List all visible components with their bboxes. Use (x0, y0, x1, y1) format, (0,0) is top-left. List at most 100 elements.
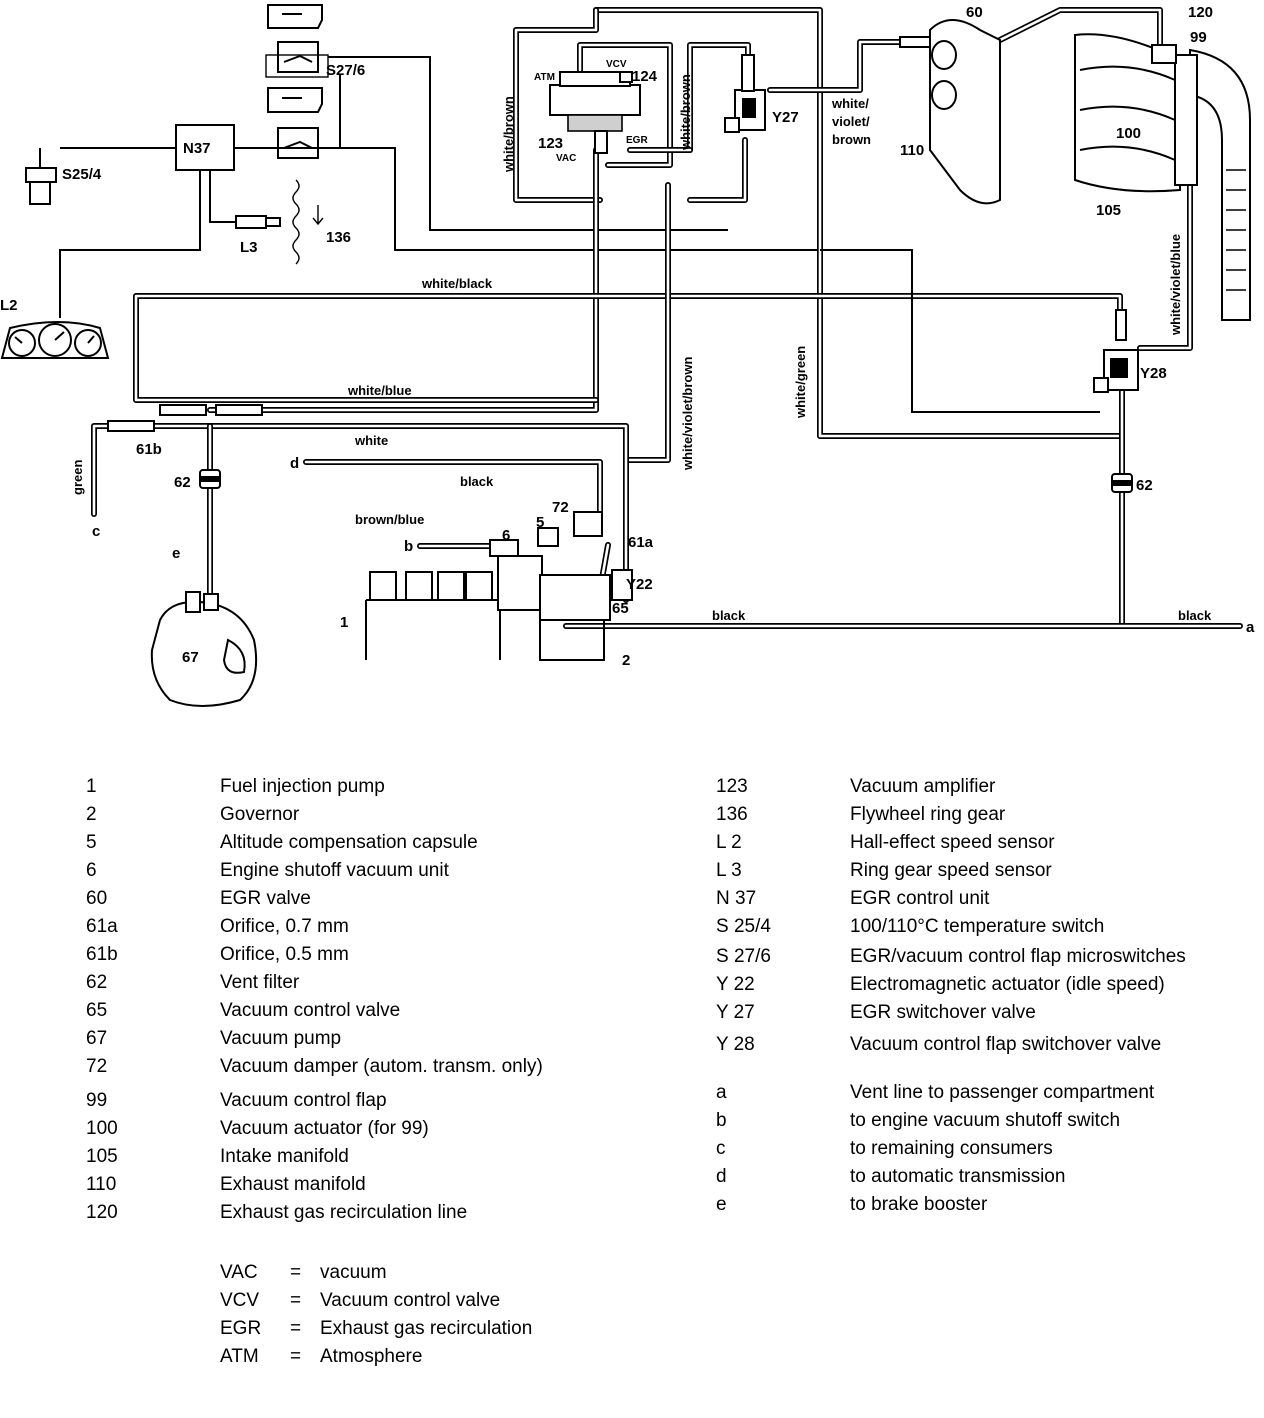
intake-manifold (1074, 33, 1181, 193)
abbreviation-abbr: ATM (220, 1346, 259, 1367)
label-120: 120 (1188, 4, 1213, 21)
legend-code: S 27/6 (716, 946, 771, 967)
label-110: 110 (900, 142, 924, 159)
legend-code: e (716, 1194, 727, 1215)
fuel-injection-pump (365, 511, 633, 661)
vacuum-diagram: S27/6 N37 S25/4 L3 L2 136 123 124 ATM VC… (0, 4, 1255, 707)
abbreviation-eq: = (290, 1290, 302, 1311)
legend-description: to remaining consumers (850, 1138, 1053, 1159)
label-c: c (92, 523, 100, 540)
legend-code: 120 (86, 1202, 118, 1223)
label-123: 123 (538, 135, 563, 152)
label-5: 5 (536, 514, 544, 531)
legend-description: Orifice, 0.5 mm (220, 944, 349, 965)
legend-description: to brake booster (850, 1194, 988, 1215)
exhaust-manifold (929, 19, 1001, 205)
legend-description: Exhaust gas recirculation line (220, 1202, 468, 1223)
legend-description: Vacuum pump (220, 1028, 342, 1049)
legend-code: 61b (86, 944, 118, 965)
label-y28: Y28 (1140, 365, 1167, 382)
hose-label-white-violet-blue: white/violet/blue (1168, 234, 1183, 336)
legend-code: 5 (86, 832, 97, 853)
legend-code: 61a (86, 916, 118, 937)
hose-label-white-violet-brown-top: white/violet/brown (831, 96, 871, 147)
abbreviation-eq: = (290, 1318, 302, 1339)
legend-description: EGR switchover valve (850, 1002, 1036, 1023)
hose-label-white-blue: white/blue (347, 383, 412, 398)
legend-description: to engine vacuum shutoff switch (850, 1110, 1121, 1131)
label-124: 124 (632, 68, 658, 85)
legend-code: 2 (86, 804, 97, 825)
legend-code: 100 (86, 1118, 118, 1139)
label-1: 1 (340, 614, 348, 631)
label-67: 67 (182, 649, 199, 666)
legend-description: Vacuum damper (autom. transm. only) (220, 1056, 543, 1077)
legend-code: Y 22 (716, 974, 755, 995)
vacuum-hoses (91, 7, 1243, 629)
legend-description: Electromagnetic actuator (idle speed) (850, 974, 1165, 995)
legend-description: Vacuum actuator (for 99) (220, 1118, 429, 1139)
hose-label-white: white (354, 433, 388, 448)
temperature-switch-s25-4 (25, 148, 57, 205)
abbreviation-meaning: Exhaust gas recirculation (320, 1318, 533, 1339)
legend-code: 65 (86, 1000, 108, 1021)
legend-code: 99 (86, 1090, 108, 1111)
legend-description: Ring gear speed sensor (850, 860, 1052, 881)
label-y27: Y27 (772, 109, 799, 126)
legend-code: 123 (716, 776, 748, 797)
hose-label-white-green: white/green (793, 346, 808, 419)
legend-description: EGR/vacuum control flap microswitches (850, 946, 1186, 967)
label-n37: N37 (183, 140, 211, 157)
label-65: 65 (612, 600, 629, 617)
label-2: 2 (622, 652, 630, 669)
abbreviation-meaning: Atmosphere (320, 1346, 423, 1367)
label-99: 99 (1190, 29, 1207, 46)
vent-filter-left (199, 469, 221, 489)
abbreviation-abbr: EGR (220, 1318, 262, 1339)
legend-code: 62 (86, 972, 108, 993)
legend-description: Hall-effect speed sensor (850, 832, 1055, 853)
legend-description: Altitude compensation capsule (220, 832, 478, 853)
label-y22: Y22 (626, 576, 653, 593)
legend-code: L 3 (716, 860, 742, 881)
legend-code: Y 28 (716, 1034, 755, 1055)
vacuum-amplifier-123 (549, 71, 641, 154)
label-s25-4: S25/4 (62, 166, 102, 183)
label-vac: VAC (556, 153, 576, 164)
label-a: a (1246, 619, 1255, 636)
legend-code: S 25/4 (716, 916, 771, 937)
electrical-wiring (0, 4, 820, 359)
legend-code: Y 27 (716, 1002, 755, 1023)
legend-description: Vent filter (220, 972, 300, 993)
legend-description: 100/110°C temperature switch (850, 916, 1105, 937)
legend-description: EGR control unit (850, 888, 990, 909)
legend-description: Intake manifold (220, 1146, 349, 1167)
legend-code: 60 (86, 888, 108, 909)
legend-description: Vacuum amplifier (850, 776, 996, 797)
ring-gear-sensor-l3 (235, 215, 281, 229)
label-136: 136 (326, 229, 351, 246)
legend-code: 110 (86, 1174, 117, 1195)
hose-label-green: green (70, 460, 85, 495)
legend-description: Vacuum control valve (220, 1000, 401, 1021)
label-62-right: 62 (1136, 477, 1153, 494)
legend-code: L 2 (716, 832, 742, 853)
legend-code: b (716, 1110, 727, 1131)
hose-label-brown-blue: brown/blue (355, 512, 424, 527)
instrument-cluster-l2 (0, 321, 110, 359)
vacuum-pump-67 (150, 591, 258, 707)
legend-code: c (716, 1138, 726, 1159)
legend-description: EGR valve (220, 888, 311, 909)
legend-description: Engine shutoff vacuum unit (220, 860, 449, 881)
hose-label-white-brown-1: white/brown (501, 96, 516, 173)
label-l3: L3 (240, 239, 258, 256)
air-intake-duct (1189, 48, 1251, 321)
switchover-valve-y28 (1093, 349, 1139, 393)
switchover-valve-y27 (724, 54, 766, 133)
label-egr: EGR (626, 135, 648, 146)
label-62-left: 62 (174, 474, 191, 491)
hose-color-labels: white/brown white/brown white/violet/bro… (70, 74, 1212, 623)
legend-code: N 37 (716, 888, 757, 909)
legend-code: d (716, 1166, 727, 1187)
